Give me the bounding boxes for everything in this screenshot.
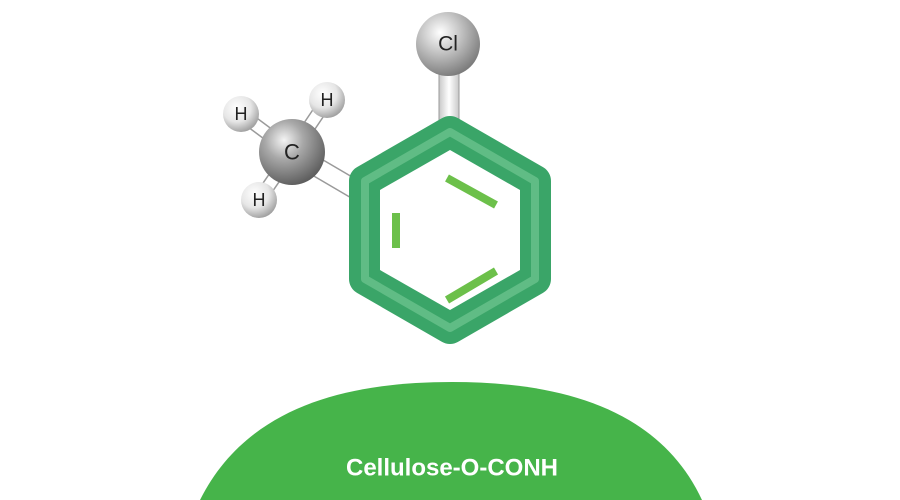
- benzene-ring: [349, 116, 551, 344]
- hydrogen-label: H: [321, 90, 334, 110]
- atom-hydrogen-top-left: H: [223, 96, 259, 132]
- hydrogen-atom: [223, 96, 259, 132]
- atom-hydrogen-bottom: H: [241, 182, 277, 218]
- double-bond-lower-right: [444, 267, 499, 304]
- ring-highlight: [361, 128, 539, 332]
- double-bond-upper-right: [445, 174, 498, 209]
- hydrogen-atom: [241, 182, 277, 218]
- atom-carbon: C: [259, 119, 325, 185]
- atom-hydrogen-top-right: H: [309, 82, 345, 118]
- ring-inner: [380, 150, 520, 310]
- chlorine-label: Cl: [438, 33, 458, 56]
- hydrogen-label: H: [253, 190, 266, 210]
- chlorine-atom: [416, 12, 480, 76]
- carbon-label: C: [284, 140, 300, 165]
- hydrogen-label: H: [235, 104, 248, 124]
- atom-chlorine: Cl: [416, 12, 480, 76]
- cellulose-support: [200, 382, 702, 500]
- carbon-atom: [259, 119, 325, 185]
- hydrogen-atom: [309, 82, 345, 118]
- support-label: Cellulose-O-CONH: [346, 455, 558, 482]
